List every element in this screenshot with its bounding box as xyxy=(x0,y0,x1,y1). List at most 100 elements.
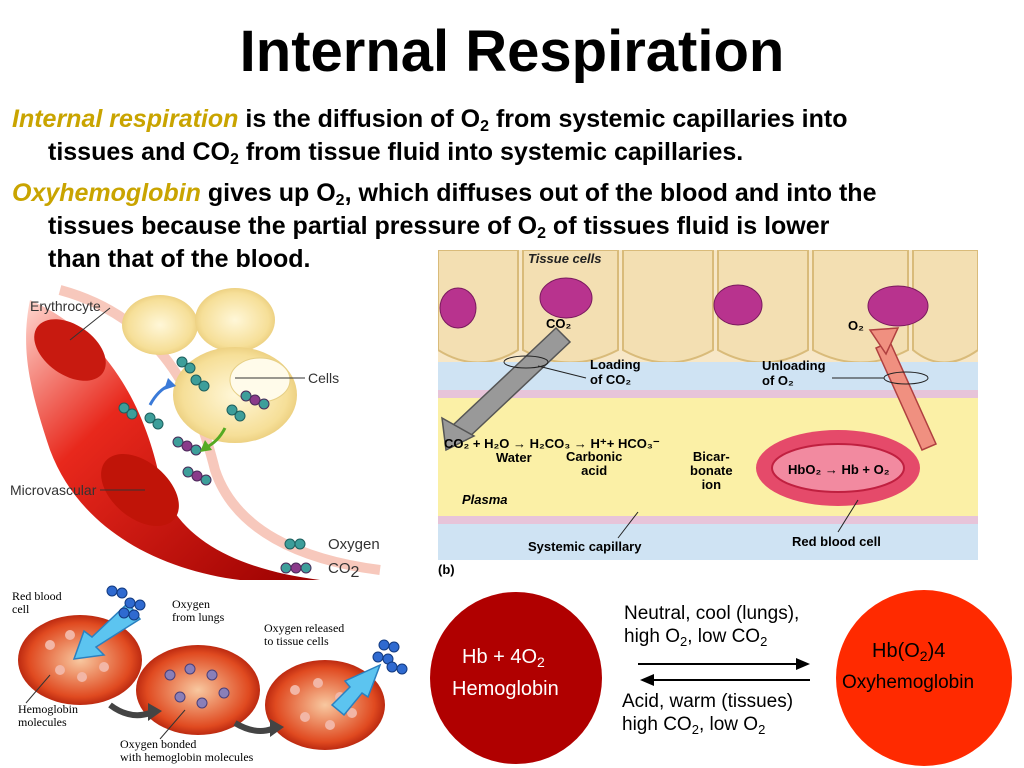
text-line: of CO₂ xyxy=(590,372,632,387)
text-line: Red blood xyxy=(12,589,62,603)
text-line: tissues and CO2 from tissue fluid into s… xyxy=(12,136,1002,169)
subscript: 2 xyxy=(919,648,928,664)
text-run: Hb(O xyxy=(872,640,920,662)
text-run: , low CO xyxy=(687,626,761,647)
subscript: 2 xyxy=(760,634,768,649)
text-line: Oxygen bonded xyxy=(120,737,197,751)
label-water: Water xyxy=(496,450,532,465)
text-run: from tissue fluid into systemic capillar… xyxy=(238,138,744,166)
transfer-arrowhead-icon xyxy=(270,719,284,737)
text-line: bonate xyxy=(690,463,733,478)
text-line: Hemoglobin xyxy=(18,702,78,716)
oxygen-pair-icons xyxy=(106,585,408,675)
text-line: Acid, warm (tissues) xyxy=(622,691,794,712)
co2-arrowhead-icon xyxy=(200,440,212,452)
co2-molecules xyxy=(172,390,270,486)
label-erythrocyte: Erythrocyte xyxy=(30,298,101,314)
text-line: acid xyxy=(581,463,608,478)
paragraph-internal-respiration: Internal respiration is the diffusion of… xyxy=(12,103,1002,169)
text-line: of O₂ xyxy=(762,373,794,388)
oxygen-arrowhead-icon xyxy=(164,378,176,390)
label-tissue-conditions: Acid, warm (tissues)high CO2, low O2 xyxy=(622,690,793,736)
subscript: 2 xyxy=(335,192,345,209)
text-run: CO xyxy=(328,560,351,577)
label-red-blood-cell: Red blood cell xyxy=(792,534,881,549)
leader-line xyxy=(159,709,186,740)
subscript: 2 xyxy=(537,225,546,242)
reverse-arrowhead-icon xyxy=(640,674,654,686)
text-run: of tissues fluid is lower xyxy=(545,212,830,240)
label-lung-conditions: Neutral, cool (lungs),high O2, low CO2 xyxy=(624,602,799,648)
text-line: tissues because the partial pressure of … xyxy=(12,210,1002,243)
text-run: than that of the blood. xyxy=(48,245,311,273)
figure-erythrocyte-cells xyxy=(26,285,381,580)
figure-rbc-oxygen-transport xyxy=(18,585,408,750)
text-line: Loading xyxy=(590,357,641,372)
label-hbo2-equation: HbO₂ → Hb + O₂ xyxy=(788,462,890,477)
text-line: to tissue cells xyxy=(264,634,329,648)
oxyhemoglobin-circle xyxy=(836,590,1012,766)
text-run: tissues and CO xyxy=(48,138,230,166)
text-line: Oxygen released xyxy=(264,621,345,635)
transfer-arrowhead-icon xyxy=(148,703,162,721)
transfer-arrow-icon xyxy=(108,702,151,719)
label-hb-4o2: Hb + 4O2 xyxy=(462,646,545,669)
text-line: high CO2, low O2 xyxy=(622,713,793,736)
leader-line xyxy=(537,365,587,379)
figure-hemoglobin-equilibrium xyxy=(430,590,1012,766)
text-line: high O2, low CO2 xyxy=(624,625,799,648)
slide-title: Internal Respiration xyxy=(239,19,785,84)
label-o2: O₂ xyxy=(848,318,864,333)
text-run: high O xyxy=(624,626,680,647)
label-cells: Cells xyxy=(308,370,340,386)
term-internal-respiration: Internal respiration xyxy=(12,105,239,133)
oxygen-molecules xyxy=(118,356,246,430)
rbc-2-shape xyxy=(136,645,260,735)
legend-co2-label: CO2 xyxy=(328,560,359,581)
lower-fluid xyxy=(438,524,978,560)
loading-marker xyxy=(503,355,549,369)
leader-line xyxy=(837,499,859,533)
transfer-arrow-icon xyxy=(233,720,273,734)
label-hemoglobin: Hemoglobin xyxy=(452,678,559,700)
legend-oxygen-icon xyxy=(284,538,306,550)
leader-line xyxy=(69,307,111,341)
subscript: 2 xyxy=(691,722,699,737)
subscript: 2 xyxy=(350,564,360,581)
subscript: 2 xyxy=(679,634,688,649)
text-line: Bicar- xyxy=(692,449,730,464)
label-panel-b: (b) xyxy=(438,562,455,577)
text-run: , which diffuses out of the blood and in… xyxy=(344,179,877,207)
leader-line xyxy=(617,511,639,539)
panel-bg xyxy=(438,560,978,580)
text-line: Unloading xyxy=(762,358,826,373)
cell-shape xyxy=(122,295,198,355)
text-run: Hb + 4O xyxy=(462,646,538,668)
text-line: than that of the blood. xyxy=(12,243,1002,276)
label-hb-o2-4: Hb(O2)4 xyxy=(872,640,945,663)
subscript: 2 xyxy=(480,118,490,135)
bonded-hemoglobin-molecules xyxy=(164,663,230,709)
text-run: is the diffusion of O xyxy=(238,105,481,133)
text-run: tissues because the partial pressure of … xyxy=(48,212,538,240)
legend-oxygen-label: Oxygen xyxy=(328,536,380,553)
text-run: )4 xyxy=(927,640,946,662)
capillary-wall-bottom xyxy=(438,516,978,524)
cell-nucleus-shape xyxy=(229,357,291,403)
label-systemic-capillary: Systemic capillary xyxy=(528,539,642,554)
label-plasma: Plasma xyxy=(462,492,508,507)
label-oxyhemoglobin: Oxyhemoglobin xyxy=(842,672,975,693)
text-line: with hemoglobin molecules xyxy=(120,750,254,764)
text-line: Neutral, cool (lungs), xyxy=(624,603,800,624)
leader-line xyxy=(25,674,51,704)
text-line: from lungs xyxy=(172,610,225,624)
red-cell-shape xyxy=(34,319,106,381)
